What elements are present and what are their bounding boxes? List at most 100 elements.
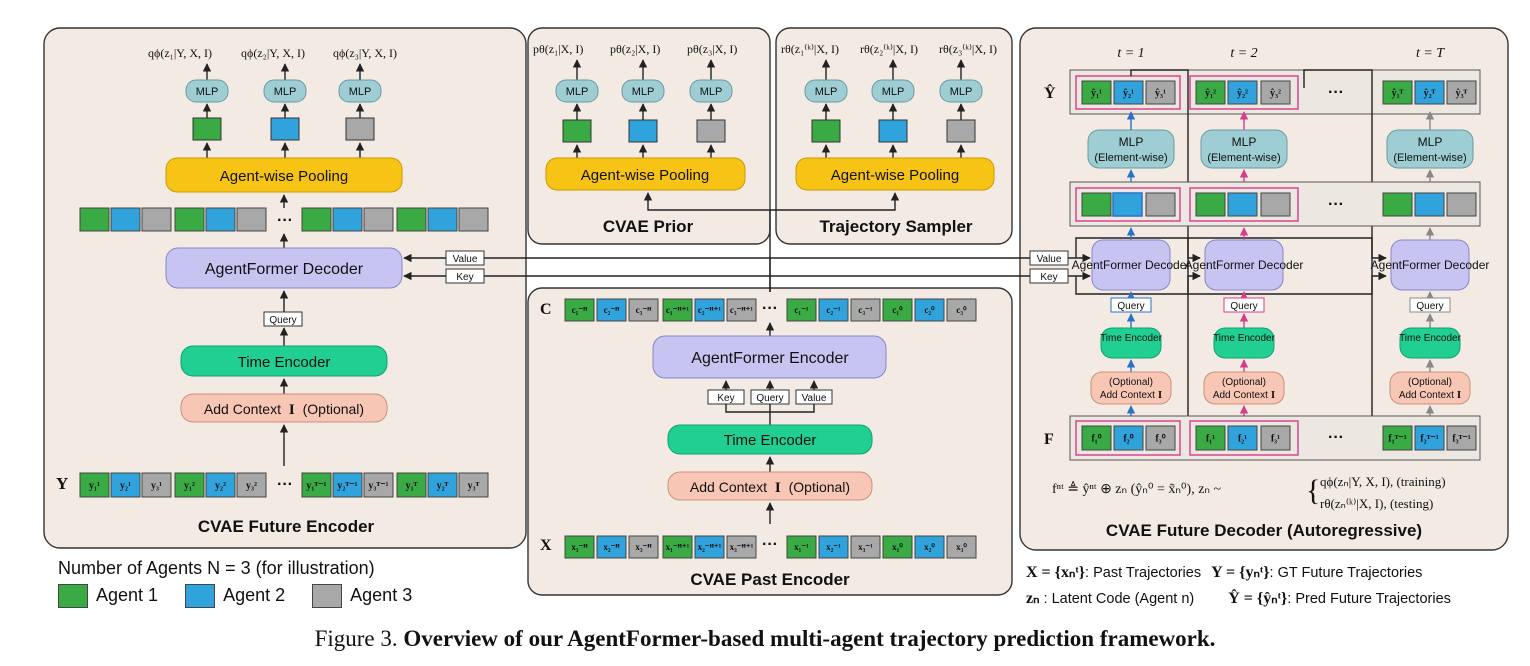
token-cell bbox=[914, 535, 945, 559]
sampler-latent-agent1 bbox=[811, 119, 841, 143]
sampler-output-2: rθ(z₂⁽ᵏ⁾|X, I) bbox=[860, 42, 918, 56]
token-label: y₃ᵀ bbox=[468, 481, 480, 492]
token-cell bbox=[1382, 80, 1413, 105]
fd-decoder-1-label: AgentFormer Decoder bbox=[1072, 258, 1191, 272]
fe-agentformer-decoder: AgentFormer Decoder bbox=[165, 247, 403, 289]
svg-text:Time Encoder: Time Encoder bbox=[1213, 333, 1276, 344]
sampler-agent-pooling: Agent-wise Pooling bbox=[795, 157, 995, 191]
token-label: ŷ₂² bbox=[1237, 88, 1248, 99]
fe-feature-ellipsis: ··· bbox=[277, 212, 293, 229]
fd-time-encoder-1-label: Time Encoder bbox=[1100, 333, 1163, 344]
fd-time-encoder-2: Time Encoder bbox=[1213, 327, 1276, 359]
token-label: f₃⁰ bbox=[1155, 434, 1165, 445]
token-cell bbox=[882, 535, 913, 559]
fd-formula-left: fⁿᵗ ≜ ŷⁿᵗ ⊕ zₙ (ŷₙ⁰ = x̃ₙ⁰), zₙ ~ bbox=[1052, 481, 1221, 497]
prior-title: CVAE Prior bbox=[603, 217, 694, 236]
value-key-links: Value Key Value Key bbox=[403, 237, 1387, 295]
fe-output-2: qϕ(z₂|Y, X, I) bbox=[241, 46, 305, 60]
token-label: y₂ᵀ bbox=[437, 481, 449, 492]
token-cell bbox=[1113, 80, 1144, 105]
token-cell bbox=[1414, 425, 1445, 451]
def-z-sym: zₙ bbox=[1026, 590, 1040, 607]
token-label: x₃⁰ bbox=[956, 542, 967, 552]
token-label: x₁⁻ᴴ bbox=[571, 542, 588, 552]
token-cell bbox=[786, 298, 817, 322]
fe-mlp-2: MLP bbox=[263, 79, 307, 103]
token-cell bbox=[1081, 425, 1112, 451]
token-cell bbox=[1195, 425, 1226, 451]
prior-output-3: pθ(z₃|X, I) bbox=[687, 42, 737, 56]
token-cell bbox=[1145, 425, 1176, 451]
fd-decoder-3: AgentFormer Decoder bbox=[1371, 239, 1489, 291]
token-label: f₁ᵀ⁻¹ bbox=[1388, 434, 1406, 445]
fe-row-label: Y bbox=[56, 474, 68, 493]
prior-latent-agent3 bbox=[696, 119, 726, 143]
token-label: f₂ᵀ⁻¹ bbox=[1420, 434, 1438, 445]
token-cell bbox=[818, 535, 849, 559]
token-label: ŷ₁ᵀ bbox=[1392, 88, 1404, 99]
token-cell bbox=[662, 298, 693, 322]
token-label: ŷ₃² bbox=[1270, 88, 1281, 99]
key-tag-right: Key bbox=[1040, 272, 1057, 283]
token-cell bbox=[205, 472, 236, 498]
token-cell bbox=[882, 298, 913, 322]
fe-output-3: qϕ(z₃|Y, X, I) bbox=[333, 46, 397, 60]
fe-query-label: Query bbox=[269, 315, 296, 326]
fe-context-label: Add Context bbox=[204, 401, 281, 417]
fd-context-1-label: Add Context bbox=[1100, 390, 1155, 401]
fe-mlp-2-label: MLP bbox=[274, 86, 297, 98]
legend-agent2-label: Agent 2 bbox=[223, 584, 286, 605]
fe-pooling-label: Agent-wise Pooling bbox=[220, 168, 348, 185]
fd-mlp-2-sub: (Element-wise) bbox=[1207, 152, 1280, 164]
pe-x-label: X bbox=[540, 537, 552, 554]
token-cell bbox=[1145, 80, 1176, 105]
sampler-mlp-1-label: MLP bbox=[815, 86, 838, 98]
token-label: ŷ₃¹ bbox=[1155, 88, 1166, 99]
token-cell bbox=[1227, 425, 1258, 451]
token-cell bbox=[628, 298, 659, 322]
def-y: Y = {yₙᵗ}: GT Future Trajectories bbox=[1211, 562, 1422, 582]
pe-c-label: C bbox=[540, 301, 552, 318]
fd-context-1-sym: I bbox=[1158, 389, 1162, 401]
legend-title: Number of Agents N = 3 (for illustration… bbox=[58, 558, 375, 578]
token-label: x₂⁻ᴴ bbox=[603, 542, 620, 552]
token-label: c₂⁻ᴴ⁺¹ bbox=[698, 305, 721, 315]
token-label: c₃⁻ᴴ⁺¹ bbox=[730, 305, 753, 315]
token-label: f₂¹ bbox=[1238, 434, 1247, 445]
pe-encoder-label: AgentFormer Encoder bbox=[691, 350, 849, 367]
token-label: ŷ₁² bbox=[1205, 88, 1216, 99]
token-label: c₃⁻¹ bbox=[858, 305, 872, 315]
fe-decoder-label: AgentFormer Decoder bbox=[205, 261, 364, 278]
legend-agent2: Agent 2 bbox=[185, 584, 286, 608]
future-encoder: qϕ(z₁|Y, X, I) qϕ(z₂|Y, X, I) qϕ(z₃|Y, X… bbox=[56, 46, 489, 536]
fd-context-2-label: Add Context bbox=[1213, 390, 1268, 401]
token-cell bbox=[110, 472, 141, 498]
pe-x-ellipsis: ··· bbox=[762, 536, 778, 553]
fe-output-1: qϕ(z₁|Y, X, I) bbox=[148, 46, 212, 60]
token-cell bbox=[396, 472, 427, 498]
sampler-mlp-2: MLP bbox=[871, 79, 915, 103]
fd-mlp-3-label: MLP bbox=[1418, 135, 1443, 149]
def-x: X = {xₙᵗ}: Past Trajectories bbox=[1026, 562, 1201, 582]
token-label: c₁⁻¹ bbox=[794, 305, 808, 315]
pe-add-context: Add Context I (Optional) bbox=[667, 471, 873, 501]
legend-agent1-label: Agent 1 bbox=[96, 584, 159, 605]
fd-formula-train: qϕ(zₙ|Y, X, I), (training) bbox=[1320, 474, 1446, 489]
prior-mlp-2: MLP bbox=[621, 79, 665, 103]
sampler-mlp-1: MLP bbox=[804, 79, 848, 103]
token-label: x₃⁻ᴴ bbox=[635, 542, 652, 552]
token-label: f₃ᵀ⁻¹ bbox=[1452, 434, 1470, 445]
legend-items: Agent 1 Agent 2 Agent 3 bbox=[58, 584, 412, 608]
sampler-pooling-label: Agent-wise Pooling bbox=[831, 167, 959, 184]
value-tag-right: Value bbox=[1037, 254, 1062, 265]
fd-mlp-1-sub: (Element-wise) bbox=[1094, 152, 1167, 164]
token-cell bbox=[726, 535, 757, 559]
def-yhat-sym: Ŷ = {ŷₙᵗ} bbox=[1228, 590, 1288, 607]
fe-agent-pooling: Agent-wise Pooling bbox=[165, 157, 403, 193]
token-cell bbox=[946, 535, 977, 559]
svg-text:{: { bbox=[1306, 474, 1320, 507]
prior-mlp-1: MLP bbox=[555, 79, 599, 103]
